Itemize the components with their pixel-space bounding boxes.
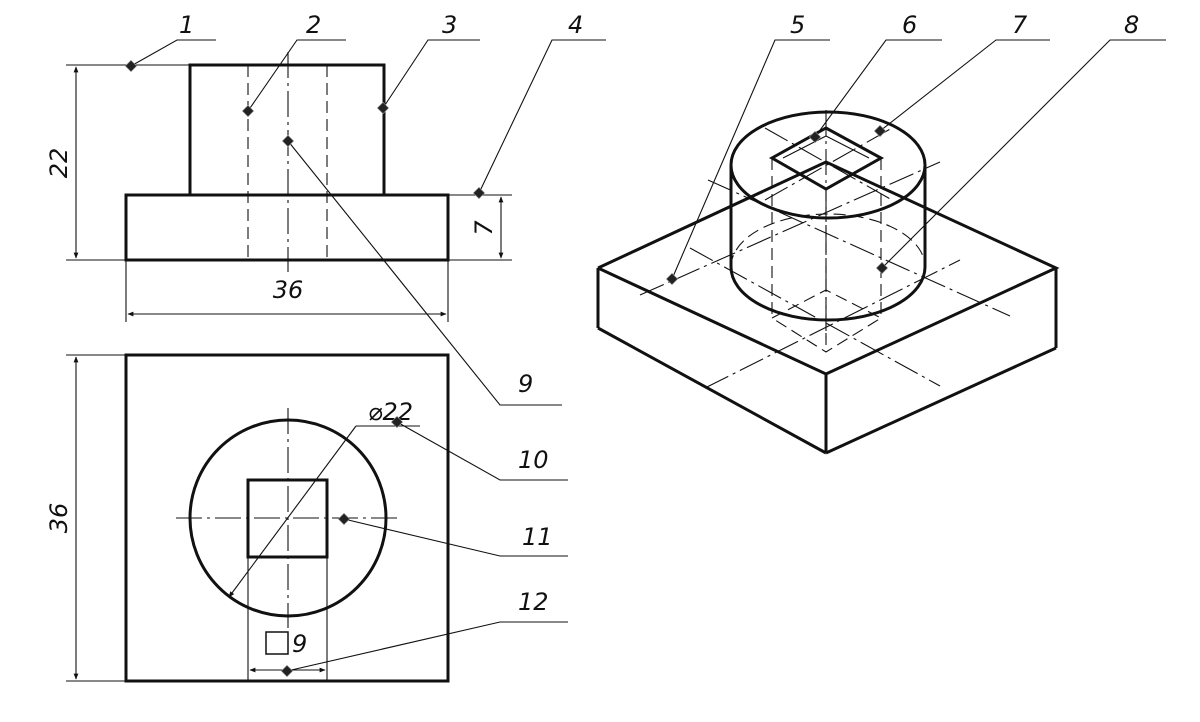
dim-line-diameter — [228, 425, 357, 598]
leader-2-marker — [241, 104, 255, 118]
leader-4 — [478, 39, 606, 194]
callout-6: 6 — [902, 11, 917, 39]
dim-square-9: 9 — [292, 630, 307, 658]
callout-5: 5 — [790, 11, 805, 39]
callout-8: 8 — [1124, 11, 1139, 39]
leader-5 — [671, 39, 830, 280]
iso-base-top-face — [597, 160, 1060, 376]
leader-4-marker — [472, 186, 486, 200]
leader-3 — [382, 39, 480, 109]
leader-10 — [396, 421, 568, 481]
leader-1-marker — [124, 59, 138, 73]
isometric-view — [596, 110, 1060, 455]
iso-cylinder-bottom-front — [729, 266, 927, 322]
dim-height-36: 36 — [45, 503, 73, 534]
iso-base-center-line-d — [689, 247, 941, 387]
callout-7: 7 — [1012, 11, 1028, 39]
callout-3: 3 — [442, 11, 457, 39]
leader-10-marker — [390, 415, 404, 429]
callout-4: 4 — [568, 11, 583, 39]
dim-diameter-22: ⌀22 — [368, 398, 413, 426]
leader-8-marker — [875, 261, 889, 275]
callout-2: 2 — [306, 11, 321, 39]
callout-leaders: 1 2 3 4 5 6 7 8 9 10 11 12 — [124, 11, 1166, 678]
leader-7 — [879, 39, 1050, 132]
dim-width-36: 36 — [273, 276, 304, 304]
front-flange-outline — [124, 193, 450, 262]
iso-cyl-center-line-b — [764, 127, 893, 201]
callout-10: 10 — [518, 446, 549, 474]
callout-12: 12 — [518, 588, 549, 616]
callout-11: 11 — [522, 523, 553, 551]
leader-11-marker — [337, 512, 351, 526]
leader-9 — [287, 140, 562, 406]
iso-base-bottom-left — [597, 326, 827, 455]
front-cylinder-outline — [188, 63, 386, 197]
leader-7-marker — [873, 124, 887, 138]
square-symbol-icon — [265, 631, 289, 655]
top-base-outline — [124, 353, 450, 683]
leader-9-marker — [281, 134, 295, 148]
leader-3-marker — [376, 101, 390, 115]
front-view: 22 7 36 — [45, 52, 512, 322]
top-view: 9 ⌀22 36 — [45, 353, 450, 683]
iso-base-bottom-right — [825, 346, 1057, 455]
leader-1 — [130, 39, 216, 67]
leader-12-marker — [280, 664, 294, 678]
dim-height-22: 22 — [45, 148, 73, 179]
callout-1: 1 — [179, 11, 194, 39]
dim-height-7: 7 — [470, 220, 498, 236]
leader-8 — [881, 39, 1166, 269]
leader-5-marker — [665, 272, 679, 286]
leader-6-marker — [808, 130, 822, 144]
callout-9: 9 — [518, 370, 533, 398]
iso-square-hole-bottom — [771, 289, 883, 353]
leader-11 — [343, 518, 568, 557]
iso-base-center-line-c — [704, 259, 961, 389]
leader-2 — [247, 39, 346, 112]
leader-6 — [814, 39, 942, 138]
iso-cylinder-bottom-back — [730, 213, 926, 268]
leader-12 — [286, 621, 568, 672]
iso-base-center-line-a — [639, 161, 941, 296]
